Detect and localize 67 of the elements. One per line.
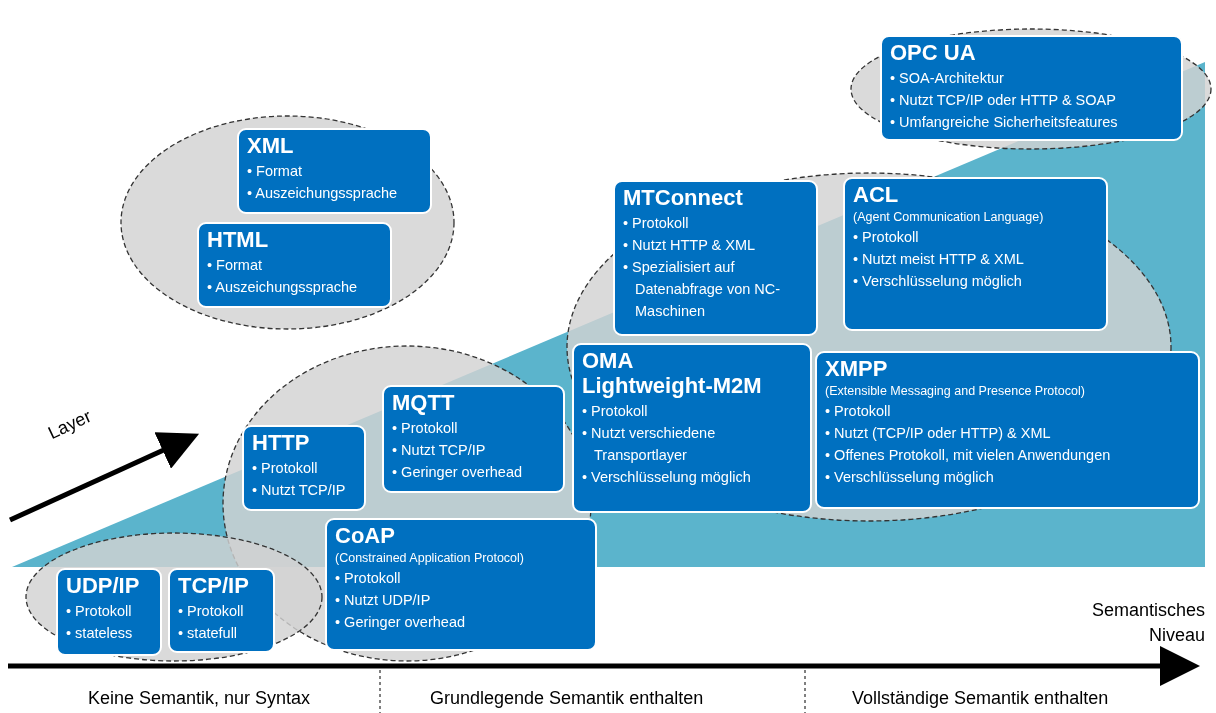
bullet-item: • Protokoll <box>66 602 133 621</box>
bullet-item: • Nutzt verschiedene Transportlayer <box>582 424 717 465</box>
section-label: Vollständige Semantik enthalten <box>852 688 1109 709</box>
card-subtitle: (Agent Communication Language) <box>853 209 1045 226</box>
bullet-item: • Auszeichungssprache <box>247 184 399 203</box>
card-title: CoAP <box>335 523 396 548</box>
group-ellipse <box>120 115 455 330</box>
protocol-card <box>237 128 432 214</box>
axis-label: Semantisches Niveau <box>1090 599 1205 647</box>
card-title: TCP/IP <box>178 573 250 598</box>
bullet-item: • statefull <box>178 624 239 643</box>
protocol-card <box>572 343 812 513</box>
bullet-item: • Protokoll <box>623 214 690 233</box>
card-title: OMA Lightweight-M2M <box>582 348 763 398</box>
axis-label: Layer <box>45 405 95 445</box>
card-title: OPC UA <box>890 40 977 65</box>
bullet-item: • SOA-Architektur <box>890 69 1005 88</box>
card-title: UDP/IP <box>66 573 141 598</box>
bullet-item: • stateless <box>66 624 134 643</box>
protocol-card <box>880 35 1183 141</box>
card-title: MTConnect <box>623 185 744 210</box>
bullet-item: • Spezialisiert auf Datenabfrage von NC-Maschinen <box>623 258 782 321</box>
bullet-item: • Geringer overhead <box>335 613 466 632</box>
bullet-item: • Nutzt meist HTTP & XML <box>853 250 1025 269</box>
card-title: XMPP <box>825 356 889 381</box>
bullet-item: • Nutzt TCP/IP <box>392 441 487 460</box>
bullet-item: • Protokoll <box>178 602 245 621</box>
card-subtitle: (Constrained Application Protocol) <box>335 550 525 567</box>
card-title: ACL <box>853 182 900 207</box>
bullet-item: • Nutzt TCP/IP <box>252 481 347 500</box>
bullet-item: • Nutzt UDP/IP <box>335 591 432 610</box>
bullet-item: • Verschlüsselung möglich <box>825 468 995 487</box>
bullet-item: • Format <box>247 162 304 181</box>
bullet-item: • Protokoll <box>853 228 920 247</box>
group-ellipse <box>25 532 323 662</box>
group-ellipse <box>850 28 1212 150</box>
bullet-item: • Verschlüsselung möglich <box>853 272 1023 291</box>
bullet-item: • Protokoll <box>582 402 649 421</box>
protocol-card <box>382 385 565 493</box>
protocol-card <box>843 177 1108 331</box>
protocol-card <box>325 518 597 651</box>
section-label: Grundlegende Semantik enthalten <box>430 688 704 709</box>
protocol-card <box>613 180 818 336</box>
card-title: XML <box>247 133 295 158</box>
bullet-item: • Verschlüsselung möglich <box>582 468 752 487</box>
bullet-item: • Geringer overhead <box>392 463 523 482</box>
bullet-item: • Protokoll <box>392 419 459 438</box>
card-title: MQTT <box>392 390 456 415</box>
bullet-item: • Offenes Protokoll, mit vielen Anwendungen <box>825 446 1112 465</box>
bullet-item: • Protokoll <box>252 459 319 478</box>
bullet-item: • Nutzt TCP/IP oder HTTP & SOAP <box>890 91 1117 110</box>
bullet-item: • Nutzt (TCP/IP oder HTTP) & XML <box>825 424 1052 443</box>
card-subtitle: (Extensible Messaging and Presence Protocol) <box>825 383 1086 400</box>
card-title: HTML <box>207 227 270 252</box>
bullet-item: • Umfangreiche Sicherheitsfeatures <box>890 113 1119 132</box>
protocol-card <box>56 568 162 656</box>
protocol-card <box>197 222 392 308</box>
section-label: Keine Semantik, nur Syntax <box>88 688 311 709</box>
bullet-item: • Protokoll <box>335 569 402 588</box>
bullet-item: • Auszeichungssprache <box>207 278 359 297</box>
bullet-item: • Protokoll <box>825 402 892 421</box>
bullet-item: • Format <box>207 256 264 275</box>
protocol-card <box>242 425 366 511</box>
protocol-card <box>168 568 275 653</box>
protocol-card <box>815 351 1200 509</box>
bullet-item: • Nutzt HTTP & XML <box>623 236 757 255</box>
card-title: HTTP <box>252 430 311 455</box>
